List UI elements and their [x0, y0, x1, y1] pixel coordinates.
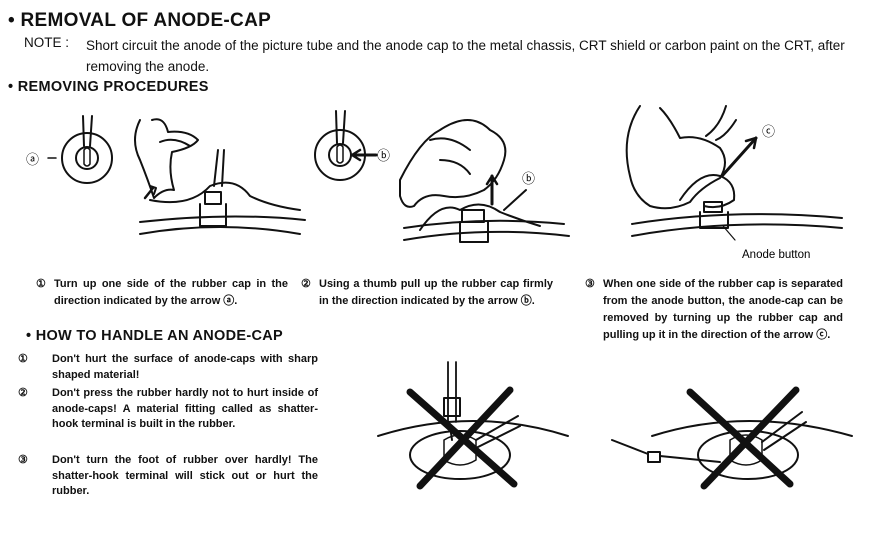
item-text: Don't turn the foot of rubber over hardl…: [52, 454, 318, 497]
figure-1-top-view: [47, 115, 113, 184]
figure-label-b-side: ⓑ: [522, 171, 535, 186]
step-text: Turn up one side of the rubber cap in th…: [54, 278, 288, 307]
figure-3-side-view: [625, 105, 843, 241]
step-number: ③: [585, 278, 595, 290]
item-number: ②: [18, 387, 28, 399]
handling-item-1: ① Don't hurt the surface of anode-caps w…: [18, 352, 318, 383]
handling-title: • HOW TO HANDLE AN ANODE-CAP: [26, 328, 284, 344]
step-text: Using a thumb pull up the rubber cap fir…: [319, 278, 553, 307]
handling-figure-left: [377, 361, 569, 490]
item-number: ①: [18, 353, 28, 365]
item-text: Don't press the rubber hardly not to hur…: [52, 387, 318, 430]
handling-figure-right: [611, 386, 853, 490]
figure-label-c: ⓒ: [762, 124, 775, 139]
procedure-step-3: ③ When one side of the rubber cap is sep…: [585, 276, 843, 344]
item-text: Don't hurt the surface of anode-caps wit…: [52, 353, 318, 381]
procedures-title: • REMOVING PROCEDURES: [8, 79, 209, 95]
note-text: Short circuit the anode of the picture t…: [86, 38, 845, 74]
item-number: ③: [18, 454, 28, 466]
anode-button-label: Anode button: [742, 249, 810, 261]
figure-label-a: ⓐ: [26, 152, 39, 167]
handling-item-3: ③ Don't turn the foot of rubber over har…: [18, 453, 318, 500]
section-title: • REMOVAL OF ANODE-CAP: [8, 10, 272, 31]
procedure-step-1: ① Turn up one side of the rubber cap in …: [36, 276, 288, 310]
figure-label-b-top: ⓑ: [377, 148, 390, 163]
figure-2-side-view: [399, 119, 570, 243]
step-number: ②: [301, 278, 311, 290]
step-number: ①: [36, 278, 46, 290]
note-label: NOTE :: [24, 35, 70, 50]
figure-2-top-view: [314, 110, 378, 181]
procedure-step-2: ② Using a thumb pull up the rubber cap f…: [301, 276, 553, 310]
handling-item-2: ② Don't press the rubber hardly not to h…: [18, 386, 318, 433]
step-text: When one side of the rubber cap is separ…: [603, 278, 843, 341]
figure-1-side-view: [134, 118, 306, 235]
